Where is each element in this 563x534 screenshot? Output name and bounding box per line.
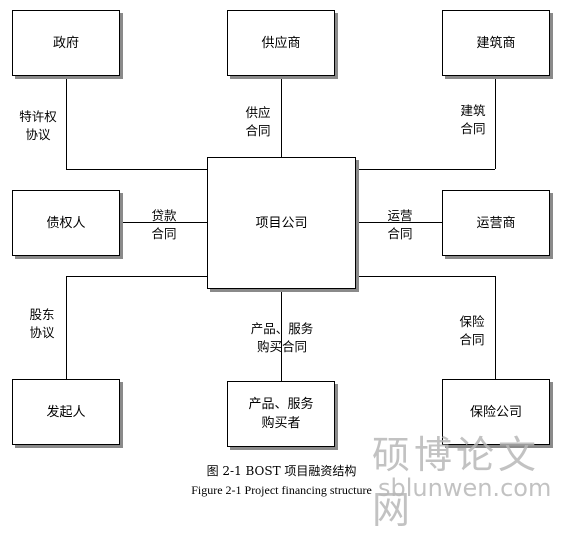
line-insurer-vertical: [495, 276, 496, 379]
node-operator-label: 运营商: [476, 215, 516, 231]
line-sponsor-horizontal: [66, 276, 207, 277]
line-insurer-horizontal: [356, 276, 495, 277]
node-builder-label: 建筑商: [476, 35, 516, 51]
line-government-vertical: [66, 76, 67, 169]
line-buyer-vertical: [281, 289, 282, 381]
line-creditor-horizontal: [120, 222, 207, 223]
node-insurer-label: 保险公司: [469, 404, 522, 420]
edge-label-supply-contract: 供应 合同: [245, 105, 271, 138]
node-government: 政府: [12, 10, 120, 76]
node-project-company-label: 项目公司: [255, 215, 308, 231]
node-supplier: 供应商: [227, 10, 335, 76]
caption-chinese: 图 2-1 BOST 项目融资结构: [206, 464, 357, 478]
edge-label-shareholder-agreement: 股东 协议: [29, 307, 55, 340]
node-supplier-label: 供应商: [261, 35, 301, 51]
node-buyer: 产品、服务 购买者: [227, 381, 335, 447]
line-government-horizontal: [66, 169, 207, 170]
node-government-label: 政府: [52, 35, 79, 51]
node-insurer: 保险公司: [442, 379, 550, 445]
node-creditor: 债权人: [12, 190, 120, 256]
edge-label-purchase-contract: 产品、服务 购买合同: [250, 321, 314, 354]
node-project-company: 项目公司: [207, 157, 356, 289]
caption-english: Figure 2-1 Project financing structure: [191, 483, 372, 497]
edge-label-insurance-contract: 保险 合同: [459, 314, 485, 347]
line-operator-horizontal: [356, 222, 442, 223]
edge-label-loan-contract: 贷款 合同: [151, 208, 177, 241]
node-sponsor: 发起人: [12, 379, 120, 445]
node-creditor-label: 债权人: [46, 215, 86, 231]
node-sponsor-label: 发起人: [46, 404, 86, 420]
line-sponsor-vertical: [66, 276, 67, 379]
edge-label-construction-contract: 建筑 合同: [460, 103, 486, 136]
node-operator: 运营商: [442, 190, 550, 256]
line-supplier-vertical: [281, 76, 282, 157]
watermark-url: sblunwen.com: [378, 474, 552, 502]
node-buyer-label: 产品、服务 购买者: [248, 397, 314, 431]
line-builder-vertical: [495, 76, 496, 169]
edge-label-operation-contract: 运营 合同: [387, 208, 413, 241]
line-builder-horizontal: [356, 169, 495, 170]
edge-label-concession: 特许权 协议: [19, 109, 57, 142]
node-builder: 建筑商: [442, 10, 550, 76]
